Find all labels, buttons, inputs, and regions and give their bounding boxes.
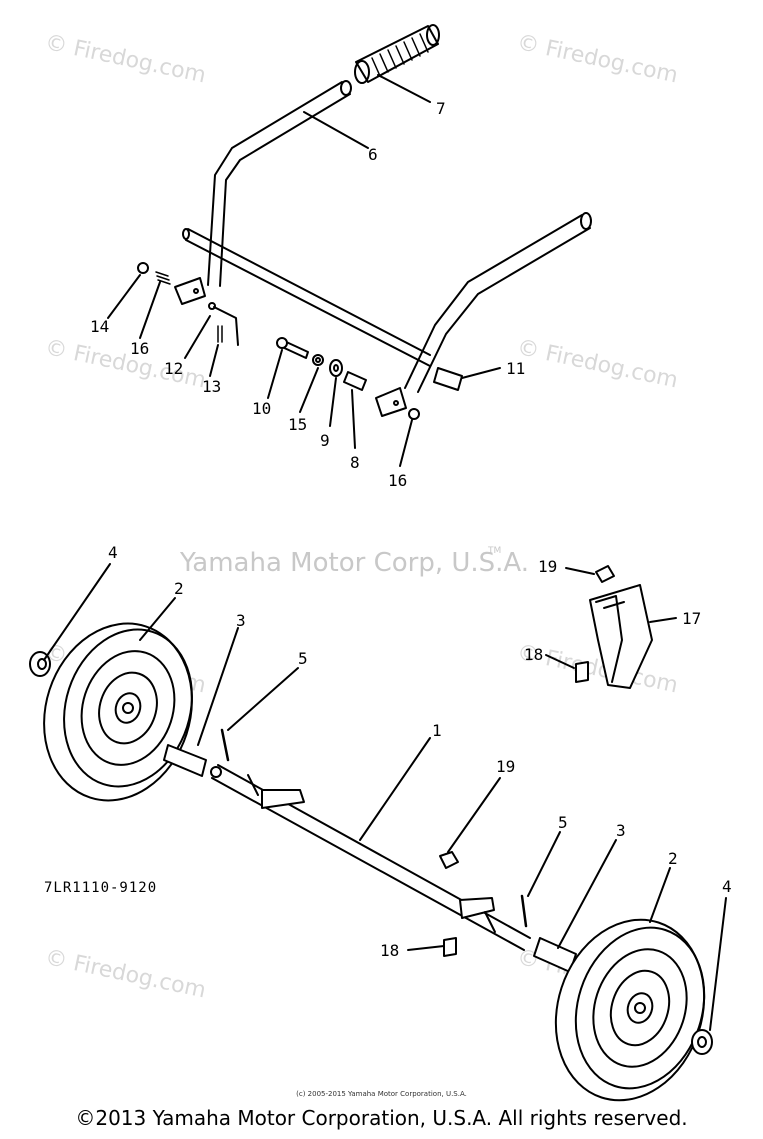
label-5: 5 [298,649,308,668]
pin-13 [217,325,223,343]
label-15: 15 [288,415,307,434]
trademark-mark: TM [488,546,502,556]
label-10: 10 [252,399,271,418]
label-2b: 2 [668,849,678,868]
label-16: 16 [130,339,149,358]
washer-15 [312,354,324,366]
label-2: 2 [174,579,184,598]
label-4: 4 [108,543,118,562]
spring-16a [155,271,171,285]
nut-19a [595,565,615,583]
washer-16b [408,408,420,420]
wheel-left [43,622,193,802]
handle-tube-right [404,214,583,389]
bolt-18a [575,661,589,683]
collar-11 [433,367,463,391]
bracket-right [375,387,407,417]
bolt-18b [443,937,457,957]
small-copyright: (c) 2005-2015 Yamaha Motor Corporation, … [296,1090,467,1098]
label-8: 8 [350,453,360,472]
washer-9 [329,359,343,377]
bracket-left [174,277,206,305]
label-19: 19 [496,757,515,776]
label-4b: 4 [722,877,732,896]
label-14: 14 [90,317,109,336]
label-18-top: 18 [524,645,543,664]
label-11: 11 [506,359,525,378]
pin-5b [520,894,528,928]
label-3b: 3 [616,821,626,840]
label-12: 12 [164,359,183,378]
label-6: 6 [368,145,378,164]
copyright: ©2013 Yamaha Motor Corporation, U.S.A. A… [75,1106,688,1130]
label-7: 7 [436,99,446,118]
label-3: 3 [236,611,246,630]
washer-4b [691,1029,713,1055]
bracket-17 [589,584,653,689]
pin-12 [213,306,239,346]
label-18b: 18 [380,941,399,960]
yamaha-watermark: Yamaha Motor Corp, U.S.A. [180,548,530,578]
label-1: 1 [432,721,442,740]
label-16b: 16 [388,471,407,490]
label-9: 9 [320,431,330,450]
pin-5a [220,728,230,762]
crossbar [187,228,431,356]
grip [354,24,440,84]
nut-19b [439,851,459,869]
collar-8 [343,371,367,391]
label-13: 13 [202,377,221,396]
label-5b: 5 [558,813,568,832]
wheel-right [554,918,706,1102]
bushing-3a [163,744,207,777]
label-19-top: 19 [538,557,557,576]
handle-tube-left [207,81,343,286]
washer-14 [137,262,149,274]
label-17: 17 [682,609,701,628]
diagram-code: 7LR1110-9120 [44,880,158,896]
